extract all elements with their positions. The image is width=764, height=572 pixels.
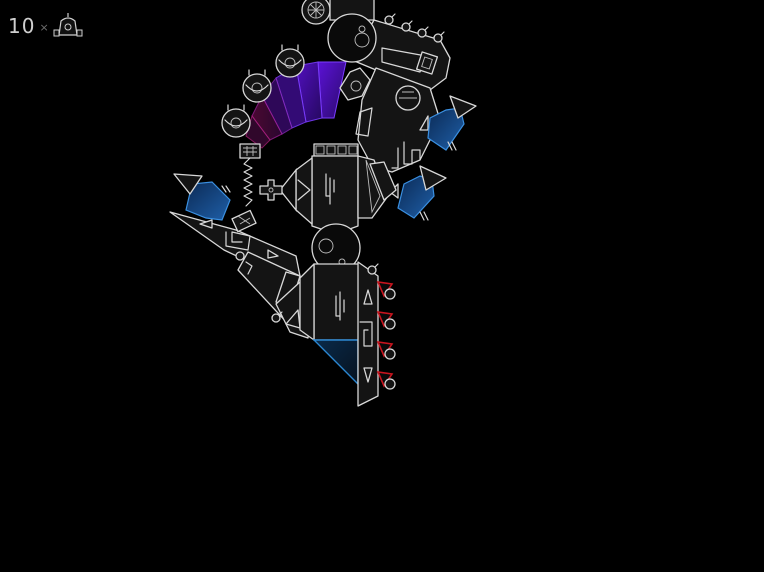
spore-mine [301,0,331,25]
red-turret [376,341,396,360]
central-core [259,143,397,273]
drone-pod [275,44,305,78]
drone-pod [242,69,272,103]
tractor-beam [312,339,359,386]
red-turret [376,371,396,390]
tether-node [239,143,261,159]
left-wing [169,173,301,277]
shield-panel [397,165,447,219]
shield-panel [427,95,477,151]
lower-tower [299,261,379,407]
red-turret [376,311,396,330]
tether-cable [243,157,253,207]
red-turret [376,281,396,300]
upper-arm [327,0,451,91]
lives-count: 10 [8,14,36,38]
lives-multiplier: × [39,20,49,34]
lives-hud: 10 × [8,10,83,42]
player-ship-icon [53,13,83,37]
drone-pod [221,104,251,138]
